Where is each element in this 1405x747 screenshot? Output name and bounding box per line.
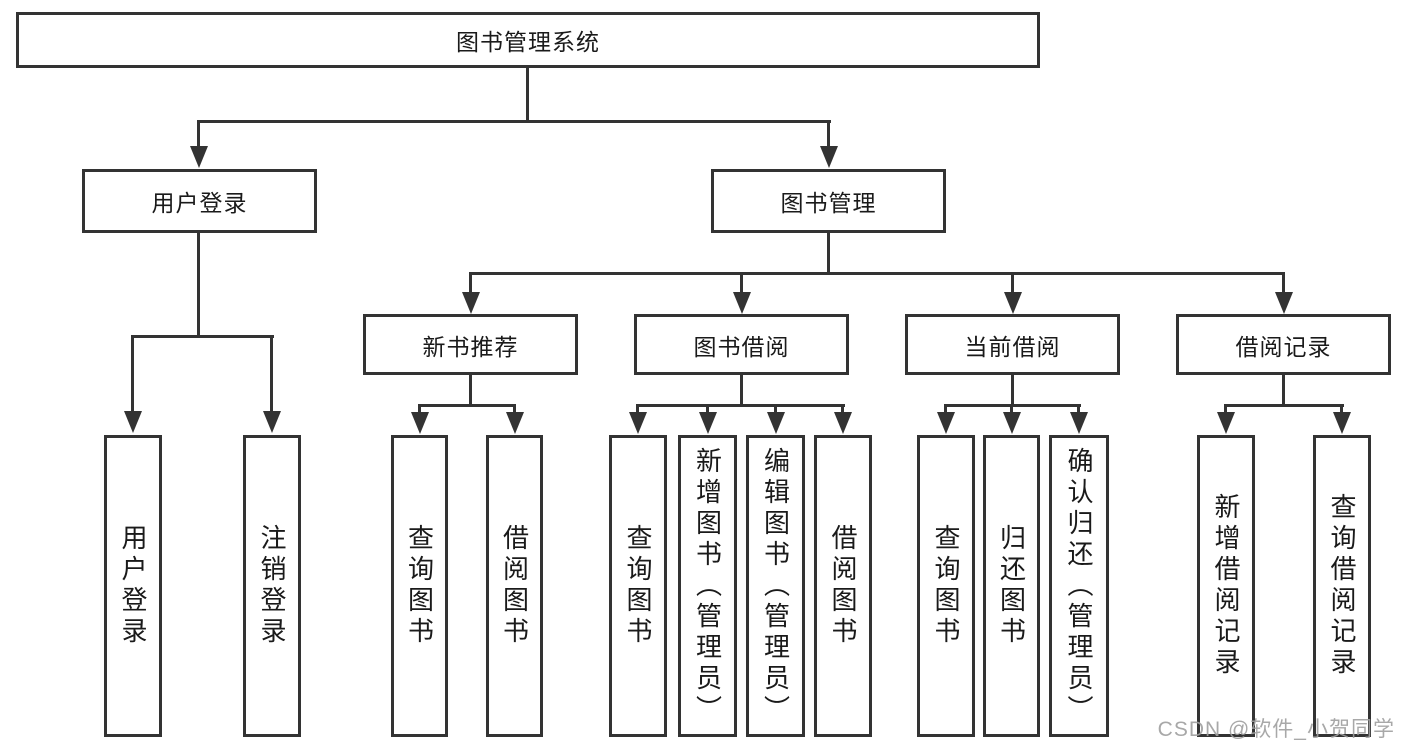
leaf-borrowing-borrow-books: 借阅图书 bbox=[814, 435, 872, 737]
leaf-logout: 注销登录 bbox=[243, 435, 301, 737]
arrow-down-to-current-return bbox=[1003, 412, 1021, 434]
node-book-borrowing-label: 图书借阅 bbox=[693, 333, 790, 360]
node-root: 图书管理系统 bbox=[16, 12, 1040, 68]
arrow-down-to-borrowing-borrow bbox=[834, 412, 852, 434]
connector-recommend-hline bbox=[418, 404, 516, 407]
connector-borrowing-hline bbox=[636, 404, 845, 407]
leaf-borrowing-edit-books-admin-label: 编辑图书（管理员） bbox=[760, 446, 791, 726]
arrow-down-to-records-query bbox=[1333, 412, 1351, 434]
node-new-book-recommend: 新书推荐 bbox=[363, 314, 578, 375]
leaf-user-login-label: 用户登录 bbox=[118, 524, 148, 648]
node-user-login-label: 用户登录 bbox=[151, 190, 248, 216]
leaf-borrowing-query-books-label: 查询图书 bbox=[623, 524, 653, 648]
connector-root-hline bbox=[198, 120, 831, 123]
connector-stub-records-add bbox=[1224, 404, 1227, 414]
connector-current-hline bbox=[945, 404, 1081, 407]
arrow-down-to-recommend-query bbox=[411, 412, 429, 434]
connector-user-login-trunk bbox=[197, 233, 200, 337]
leaf-current-query-books-label: 查询图书 bbox=[931, 524, 961, 648]
connector-user-login-hline bbox=[132, 335, 274, 338]
connector-stub-current-return bbox=[1010, 404, 1013, 414]
arrow-down-to-borrow-records bbox=[1275, 292, 1293, 314]
connector-stub-borrowing-query bbox=[636, 404, 639, 414]
connector-borrowing-trunk bbox=[740, 375, 743, 406]
node-current-borrowing-label: 当前借阅 bbox=[964, 333, 1061, 360]
connector-stub-leaf-logout bbox=[270, 335, 273, 413]
connector-records-hline bbox=[1225, 404, 1344, 407]
arrow-down-to-leaf-logout bbox=[263, 411, 281, 433]
arrow-down-to-borrowing-add bbox=[699, 412, 717, 434]
leaf-current-confirm-return-admin-label: 确认归还（管理员） bbox=[1064, 446, 1094, 726]
arrow-down-to-current-borrowing bbox=[1004, 292, 1022, 314]
leaf-borrowing-add-books-admin: 新增图书（管理员） bbox=[678, 435, 737, 737]
connector-book-management-hline bbox=[469, 272, 1285, 275]
connector-stub-current-borrowing bbox=[1011, 272, 1014, 294]
arrow-down-to-current-confirm bbox=[1070, 412, 1088, 434]
connector-stub-current-query bbox=[944, 404, 947, 414]
node-book-management: 图书管理 bbox=[711, 169, 946, 233]
csdn-watermark: CSDN @软件_小贺同学 bbox=[1157, 718, 1395, 741]
leaf-recommend-borrow-books: 借阅图书 bbox=[486, 435, 543, 737]
arrow-down-to-leaf-user-login bbox=[124, 411, 142, 433]
node-user-login: 用户登录 bbox=[82, 169, 317, 233]
connector-stub-recommend-query bbox=[418, 404, 421, 414]
connector-stub-borrowing-borrow bbox=[841, 404, 844, 414]
arrow-down-to-current-query bbox=[937, 412, 955, 434]
connector-book-management-trunk bbox=[827, 233, 830, 274]
node-borrow-records: 借阅记录 bbox=[1176, 314, 1391, 375]
leaf-recommend-query-books: 查询图书 bbox=[391, 435, 448, 737]
leaf-borrowing-add-books-admin-label: 新增图书（管理员） bbox=[692, 446, 723, 726]
leaf-records-query-record-label: 查询借阅记录 bbox=[1327, 493, 1357, 679]
arrow-down-to-records-add bbox=[1217, 412, 1235, 434]
connector-stub-book-management bbox=[827, 120, 830, 148]
connector-recommend-trunk bbox=[469, 375, 472, 406]
arrow-down-to-borrowing-edit bbox=[767, 412, 785, 434]
connector-stub-leaf-user-login bbox=[131, 335, 134, 413]
connector-stub-current-confirm bbox=[1077, 404, 1080, 414]
leaf-user-login: 用户登录 bbox=[104, 435, 162, 737]
arrow-down-to-user-login bbox=[190, 146, 208, 168]
leaf-records-add-record-label: 新增借阅记录 bbox=[1211, 493, 1241, 679]
connector-stub-new-book-recommend bbox=[469, 272, 472, 294]
arrow-down-to-borrowing-query bbox=[629, 412, 647, 434]
leaf-borrowing-borrow-books-label: 借阅图书 bbox=[828, 524, 858, 648]
leaf-borrowing-edit-books-admin: 编辑图书（管理员） bbox=[746, 435, 805, 737]
arrow-down-to-recommend-borrow bbox=[506, 412, 524, 434]
arrow-down-to-new-book-recommend bbox=[462, 292, 480, 314]
leaf-current-return-books: 归还图书 bbox=[983, 435, 1040, 737]
connector-stub-borrowing-edit bbox=[774, 404, 777, 414]
leaf-recommend-query-books-label: 查询图书 bbox=[404, 524, 435, 648]
node-root-label: 图书管理系统 bbox=[456, 29, 600, 55]
connector-stub-records-query bbox=[1340, 404, 1343, 414]
leaf-current-confirm-return-admin: 确认归还（管理员） bbox=[1049, 435, 1109, 737]
node-current-borrowing: 当前借阅 bbox=[905, 314, 1120, 375]
connector-stub-user-login bbox=[197, 120, 200, 148]
leaf-records-add-record: 新增借阅记录 bbox=[1197, 435, 1255, 737]
arrow-down-to-book-borrowing bbox=[733, 292, 751, 314]
connector-records-trunk bbox=[1282, 375, 1285, 406]
leaf-records-query-record: 查询借阅记录 bbox=[1313, 435, 1371, 737]
connector-root-trunk bbox=[526, 66, 529, 122]
connector-current-trunk bbox=[1011, 375, 1014, 406]
connector-stub-borrow-records bbox=[1282, 272, 1285, 294]
connector-stub-recommend-borrow bbox=[513, 404, 516, 414]
leaf-logout-label: 注销登录 bbox=[257, 524, 287, 648]
arrow-down-to-book-management bbox=[820, 146, 838, 168]
node-borrow-records-label: 借阅记录 bbox=[1235, 333, 1332, 360]
node-book-borrowing: 图书借阅 bbox=[634, 314, 849, 375]
connector-stub-borrowing-add bbox=[706, 404, 709, 414]
leaf-current-query-books: 查询图书 bbox=[917, 435, 975, 737]
node-book-management-label: 图书管理 bbox=[780, 190, 877, 216]
leaf-borrowing-query-books: 查询图书 bbox=[609, 435, 667, 737]
leaf-current-return-books-label: 归还图书 bbox=[996, 524, 1027, 648]
leaf-recommend-borrow-books-label: 借阅图书 bbox=[499, 524, 530, 648]
node-new-book-recommend-label: 新书推荐 bbox=[422, 333, 519, 360]
connector-stub-book-borrowing bbox=[740, 272, 743, 294]
